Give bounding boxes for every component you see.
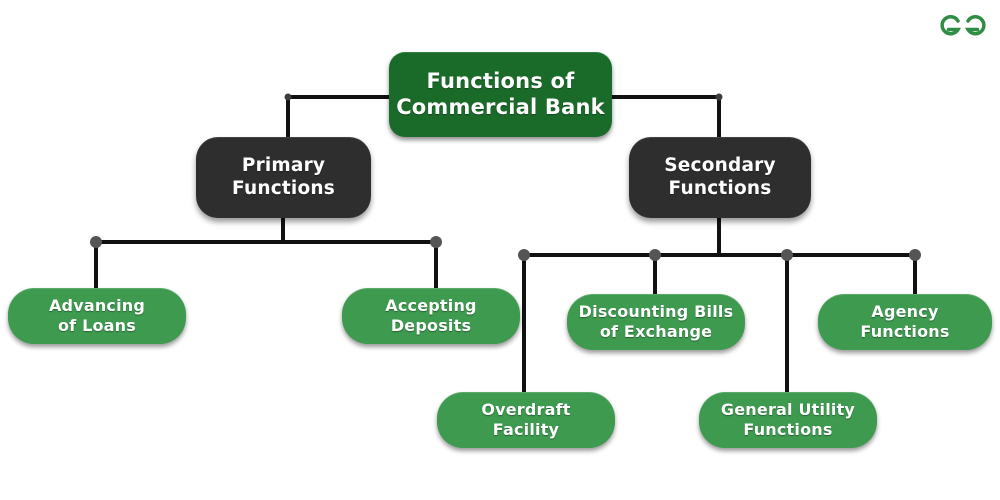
geeksforgeeks-logo-icon bbox=[940, 15, 986, 36]
node-general-utility-functions[interactable]: General Utility Functions bbox=[699, 392, 877, 448]
junction-dot-general-utility bbox=[781, 249, 793, 261]
node-primary-functions[interactable]: Primary Functions bbox=[196, 137, 371, 218]
connector-root-to-primary bbox=[286, 95, 389, 137]
node-functions-of-commercial-bank[interactable]: Functions of Commercial Bank bbox=[389, 52, 612, 137]
node-label: Accepting Deposits bbox=[385, 296, 477, 335]
junction-dot-top-left bbox=[284, 93, 292, 101]
node-label: General Utility Functions bbox=[720, 400, 856, 439]
junction-dot-top-right bbox=[715, 93, 723, 101]
junction-dot-advancing bbox=[90, 236, 102, 248]
junction-dot-overdraft bbox=[518, 249, 530, 261]
junction-dot-agency bbox=[909, 249, 921, 261]
junction-dot-discounting bbox=[649, 249, 661, 261]
node-label: Primary Functions bbox=[232, 154, 335, 199]
node-label: Secondary Functions bbox=[664, 154, 776, 199]
node-label: Functions of Commercial Bank bbox=[396, 68, 605, 119]
node-label: Advancing of Loans bbox=[48, 296, 146, 335]
node-label: Overdraft Facility bbox=[481, 400, 571, 439]
node-advancing-of-loans[interactable]: Advancing of Loans bbox=[8, 288, 186, 344]
node-label: Discounting Bills of Exchange bbox=[578, 302, 734, 341]
connector-root-to-secondary bbox=[612, 95, 721, 137]
node-secondary-functions[interactable]: Secondary Functions bbox=[629, 137, 811, 218]
node-accepting-deposits[interactable]: Accepting Deposits bbox=[342, 288, 520, 344]
node-overdraft-facility[interactable]: Overdraft Facility bbox=[437, 392, 615, 448]
node-discounting-bills-of-exchange[interactable]: Discounting Bills of Exchange bbox=[567, 294, 745, 350]
node-agency-functions[interactable]: Agency Functions bbox=[818, 294, 992, 350]
node-label: Agency Functions bbox=[860, 302, 950, 341]
junction-dot-accepting bbox=[430, 236, 442, 248]
